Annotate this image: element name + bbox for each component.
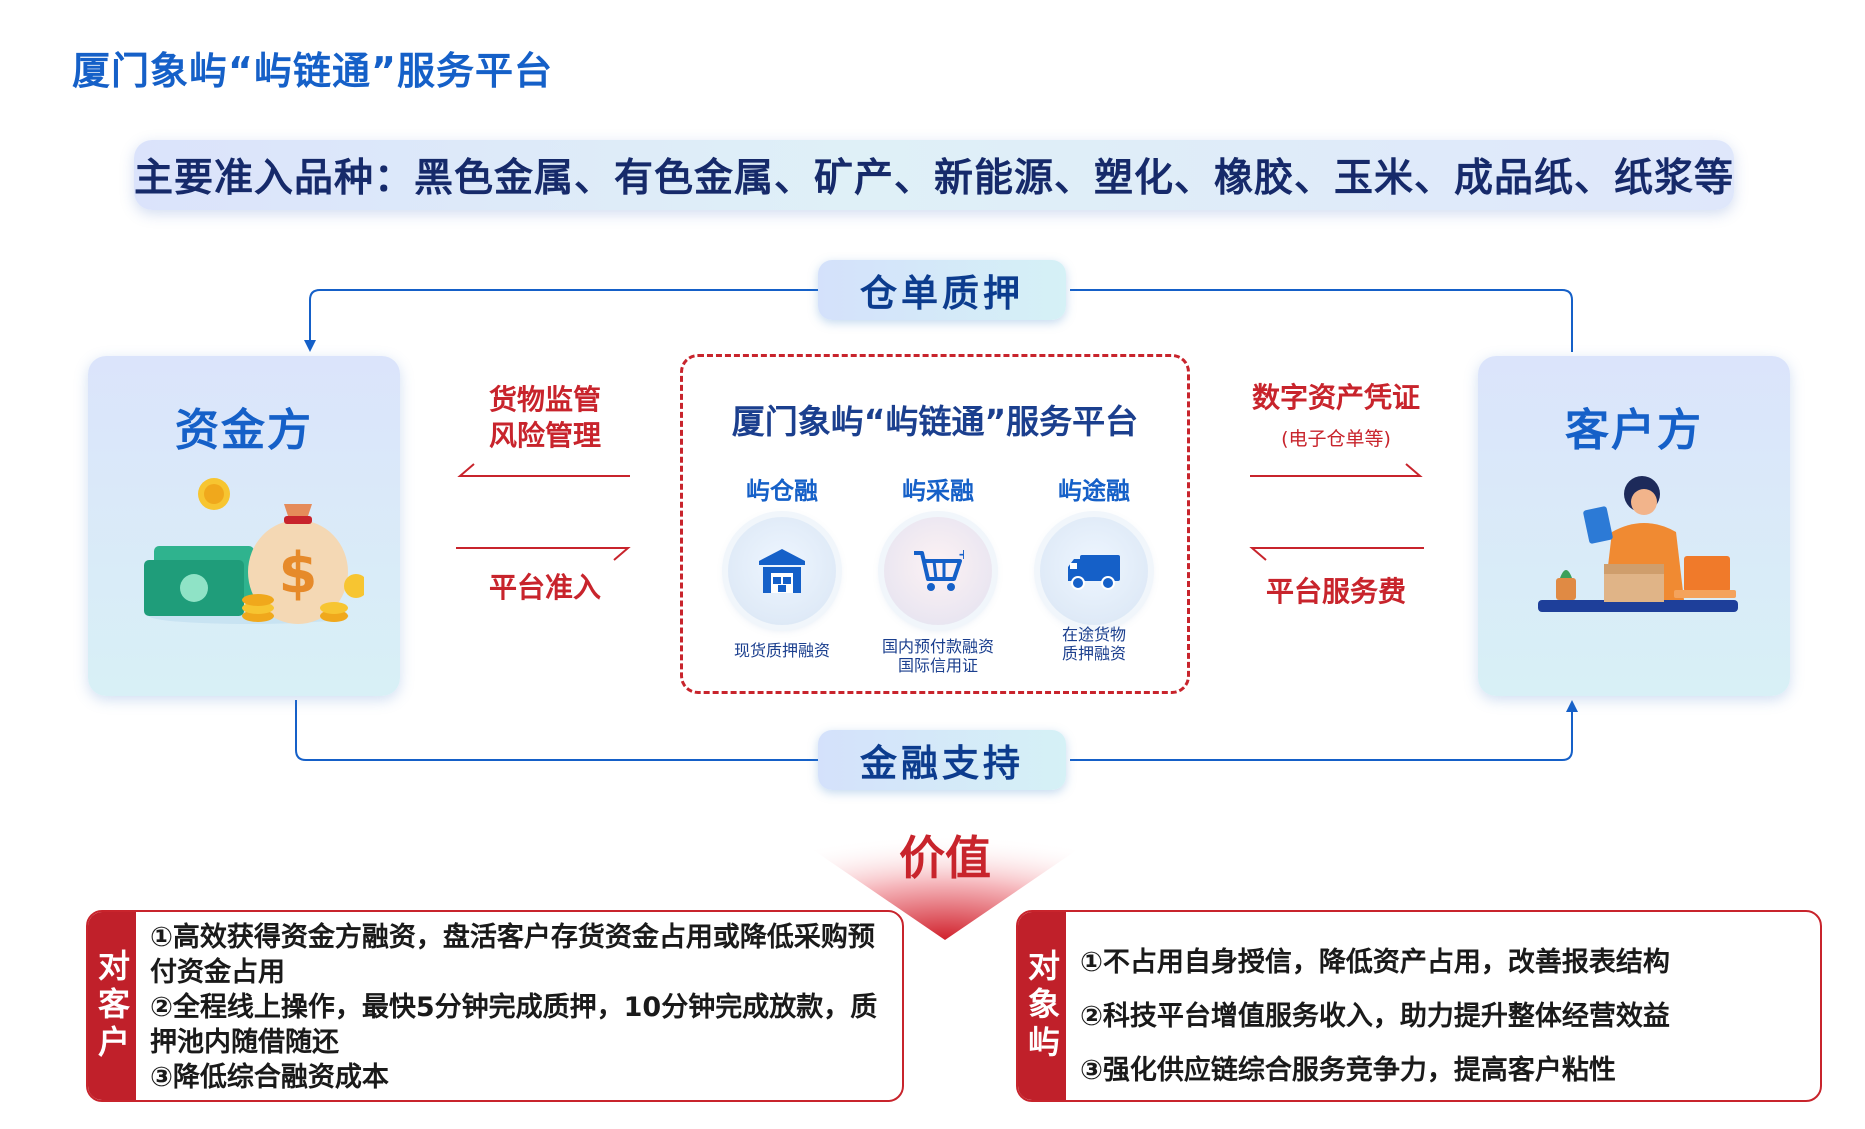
list-item: ①高效获得资金方融资，盘活客户存货资金占用或降低采购预付资金占用 bbox=[150, 922, 875, 988]
supervision-label: 货物监管 bbox=[488, 383, 601, 416]
arrow-head-funder bbox=[304, 340, 316, 352]
digital-asset-sub-label: (电子仓单等) bbox=[1281, 428, 1391, 450]
service-circle bbox=[1040, 517, 1148, 625]
service-name: 屿途融 bbox=[1058, 477, 1130, 505]
platform-box: 厦门象屿“屿链通”服务平台 屿仓融 现货质押融资 屿采融 + 国内预付款融资 国… bbox=[680, 354, 1190, 694]
arrow-right-bottom bbox=[1249, 547, 1424, 561]
platform-fee-label: 平台服务费 bbox=[1265, 575, 1406, 608]
service-desc-line: 现货质押融资 bbox=[733, 641, 830, 660]
list-item: ②科技平台增值服务收入，助力提升整体经营效益 bbox=[1080, 1001, 1670, 1032]
arrow-head-customer bbox=[1566, 700, 1578, 712]
service-name: 屿仓融 bbox=[746, 477, 818, 505]
top-loop-line-left bbox=[309, 289, 818, 344]
bottom-loop-line-right bbox=[1070, 708, 1573, 761]
shopping-cart-icon: + bbox=[914, 549, 964, 591]
customer-title: 客户方 bbox=[1565, 405, 1703, 456]
platform-title: 厦门象屿“屿链通”服务平台 bbox=[731, 402, 1139, 441]
funder-title: 资金方 bbox=[175, 405, 313, 456]
pledge-pill: 仓单质押 bbox=[818, 260, 1066, 320]
arrow-right-top bbox=[1250, 463, 1423, 477]
arrow-left-bottom bbox=[456, 547, 631, 561]
value-xiangyu-list: ①不占用自身授信，降低资产占用，改善报表结构 ②科技平台增值服务收入，助力提升整… bbox=[1080, 936, 1816, 1098]
svg-text:$: $ bbox=[279, 541, 318, 606]
customer-box: 客户方 bbox=[1478, 356, 1790, 696]
varieties-banner: 主要准入品种：黑色金属、有色金属、矿产、新能源、塑化、橡胶、玉米、成品纸、纸浆等 bbox=[134, 140, 1734, 210]
list-item: ①不占用自身授信，降低资产占用，改善报表结构 bbox=[1080, 947, 1670, 978]
value-customer-tab: 对客户 bbox=[88, 912, 136, 1100]
service-desc-line: 国内预付款融资 bbox=[881, 637, 994, 656]
value-xiangyu-box: 对象屿 ①不占用自身授信，降低资产占用，改善报表结构 ②科技平台增值服务收入，助… bbox=[1016, 910, 1822, 1102]
truck-icon bbox=[1068, 555, 1120, 590]
value-customer-box: 对客户 ①高效获得资金方融资，盘活客户存货资金占用或降低采购预付资金占用 ②全程… bbox=[86, 910, 904, 1102]
service-desc-line: 国际信用证 bbox=[897, 656, 978, 675]
page-title: 厦门象屿“屿链通”服务平台 bbox=[72, 49, 553, 93]
left-top-flow-label: 货物监管 风险管理 bbox=[460, 382, 630, 454]
customer-person-icon bbox=[1538, 476, 1738, 612]
list-item: ③强化供应链综合服务竞争力，提高客户粘性 bbox=[1080, 1055, 1616, 1086]
bottom-loop-line bbox=[295, 700, 818, 761]
service-desc: 在途货物 质押融资 bbox=[1009, 625, 1179, 663]
service-name: 屿采融 bbox=[902, 477, 974, 505]
value-label: 价值 bbox=[899, 831, 991, 885]
value-customer-list: ①高效获得资金方融资，盘活客户存货资金占用或降低采购预付资金占用 ②全程线上操作… bbox=[150, 920, 898, 1095]
money-bag-icon: $ bbox=[144, 478, 364, 624]
funder-box: 资金方 $ bbox=[88, 356, 400, 696]
service-desc: 国内预付款融资 国际信用证 bbox=[853, 637, 1023, 675]
value-funnel bbox=[740, 790, 1150, 940]
service-desc-line: 质押融资 bbox=[1061, 644, 1126, 663]
service-desc: 现货质押融资 bbox=[697, 641, 867, 660]
risk-management-label: 风险管理 bbox=[488, 419, 601, 452]
warehouse-icon bbox=[759, 549, 805, 593]
service-circle: + bbox=[884, 517, 992, 625]
service-desc-line: 在途货物 bbox=[1061, 625, 1126, 644]
top-loop-line bbox=[1070, 289, 1573, 352]
finance-support-pill: 金融支持 bbox=[818, 730, 1066, 790]
svg-text:+: + bbox=[958, 549, 964, 563]
list-item: ②全程线上操作，最快5分钟完成质押，10分钟完成放款，质押池内随借随还 bbox=[150, 992, 878, 1058]
service-circle bbox=[728, 517, 836, 625]
digital-asset-label: 数字资产凭证 bbox=[1251, 381, 1420, 414]
list-item: ③降低综合融资成本 bbox=[150, 1062, 389, 1093]
value-xiangyu-tab: 对象屿 bbox=[1018, 912, 1066, 1100]
platform-access-label: 平台准入 bbox=[488, 571, 601, 604]
arrow-left-top bbox=[457, 463, 630, 477]
